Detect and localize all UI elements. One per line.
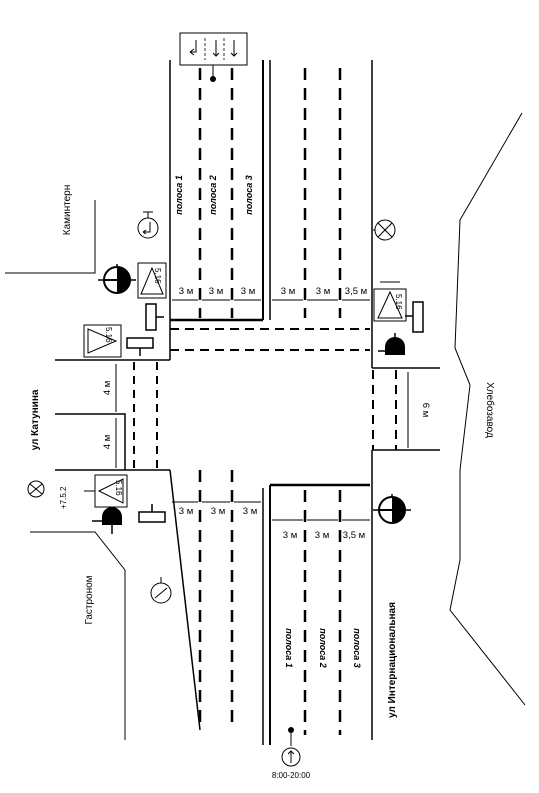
sign-plate-upper-right: 5.16 [394,294,403,310]
pedestrian-light-icon-lower-left [138,504,166,523]
sign-plate-left: 5.16 [104,327,113,343]
gastronom-outline [30,531,126,740]
bottom-lane-label-3: полоса 3 [352,628,362,668]
hlebozavod-outline [449,112,526,706]
top-lane-label-2: полоса 2 [208,175,218,215]
dimension-lines-top [115,299,409,521]
traffic-light-icon-lower-right [373,494,411,524]
turn-arrow-sign-icon [137,211,159,239]
bottom-lane-label-2: полоса 2 [318,628,328,668]
dim-bottom-left-1: 3 м [179,506,193,517]
traffic-light-icon-upper-right [378,333,405,355]
sign-plate-upper-left: 5.16 [153,268,162,284]
crosswalk-sign-lower-left: 5.16 [84,474,128,508]
bus-lane-sign-icon [281,727,301,767]
top-lane-label-1: полоса 1 [174,175,184,215]
street-internatsionalnaya: ул Интернациональная [387,602,398,718]
traffic-light-icon-lower-left [92,507,122,534]
dim-top-left-3: 3 м [241,286,255,297]
place-kamintern: Каминтерн [62,185,73,235]
sign-code-lower-left: +7.5.2 [59,486,68,509]
crosswalk-sign-upper-left: 5.16 [137,262,167,299]
place-gastronom: Гастроном [84,575,95,624]
street-katunina: ул Катунина [30,389,41,450]
dim-top-right-1: 3 м [281,286,295,297]
pedestrian-light-icon-upper-left [145,303,164,331]
crosswalk-sign-left: 5.16 [83,324,122,358]
dim-bottom-right-3: 3,5 м [343,530,365,541]
no-parking-sign-icon [150,577,172,604]
bottom-road-left-edge [169,469,201,731]
bottom-lane-label-1: полоса 1 [284,628,294,668]
dim-bottom-left-3: 3 м [243,506,257,517]
place-hlebozavod: Хлебозавод [484,382,496,438]
top-lane-label-3: полоса 3 [244,175,254,215]
no-entry-sign-icon-upper-right [373,219,396,241]
kamintern-outline [5,200,96,274]
dim-right-side: 6 м [420,403,431,417]
no-entry-sign-icon-lower-left [27,480,45,498]
dim-top-left-2: 3 м [209,286,223,297]
traffic-light-icon-upper-left [98,264,136,294]
dim-top-right-2: 3 м [316,286,330,297]
time-plate: 8:00-20:00 [272,771,311,780]
pedestrian-light-icon-left [126,337,154,356]
crosswalk-sign-upper-right: 5.16 [373,281,407,322]
dim-left-side-1: 4 м [102,381,113,395]
katunina-divider [55,413,126,470]
dim-top-left-1: 3 м [179,286,193,297]
sign-plate-lower-left: 5.16 [114,480,123,496]
lane-direction-sign [179,32,248,82]
dim-bottom-right-2: 3 м [315,530,329,541]
dim-top-right-3: 3,5 м [345,286,367,297]
dim-bottom-right-1: 3 м [283,530,297,541]
pedestrian-light-icon-upper-right [405,301,424,333]
dim-bottom-left-2: 3 м [211,506,225,517]
dim-left-side-2: 4 м [102,435,113,449]
